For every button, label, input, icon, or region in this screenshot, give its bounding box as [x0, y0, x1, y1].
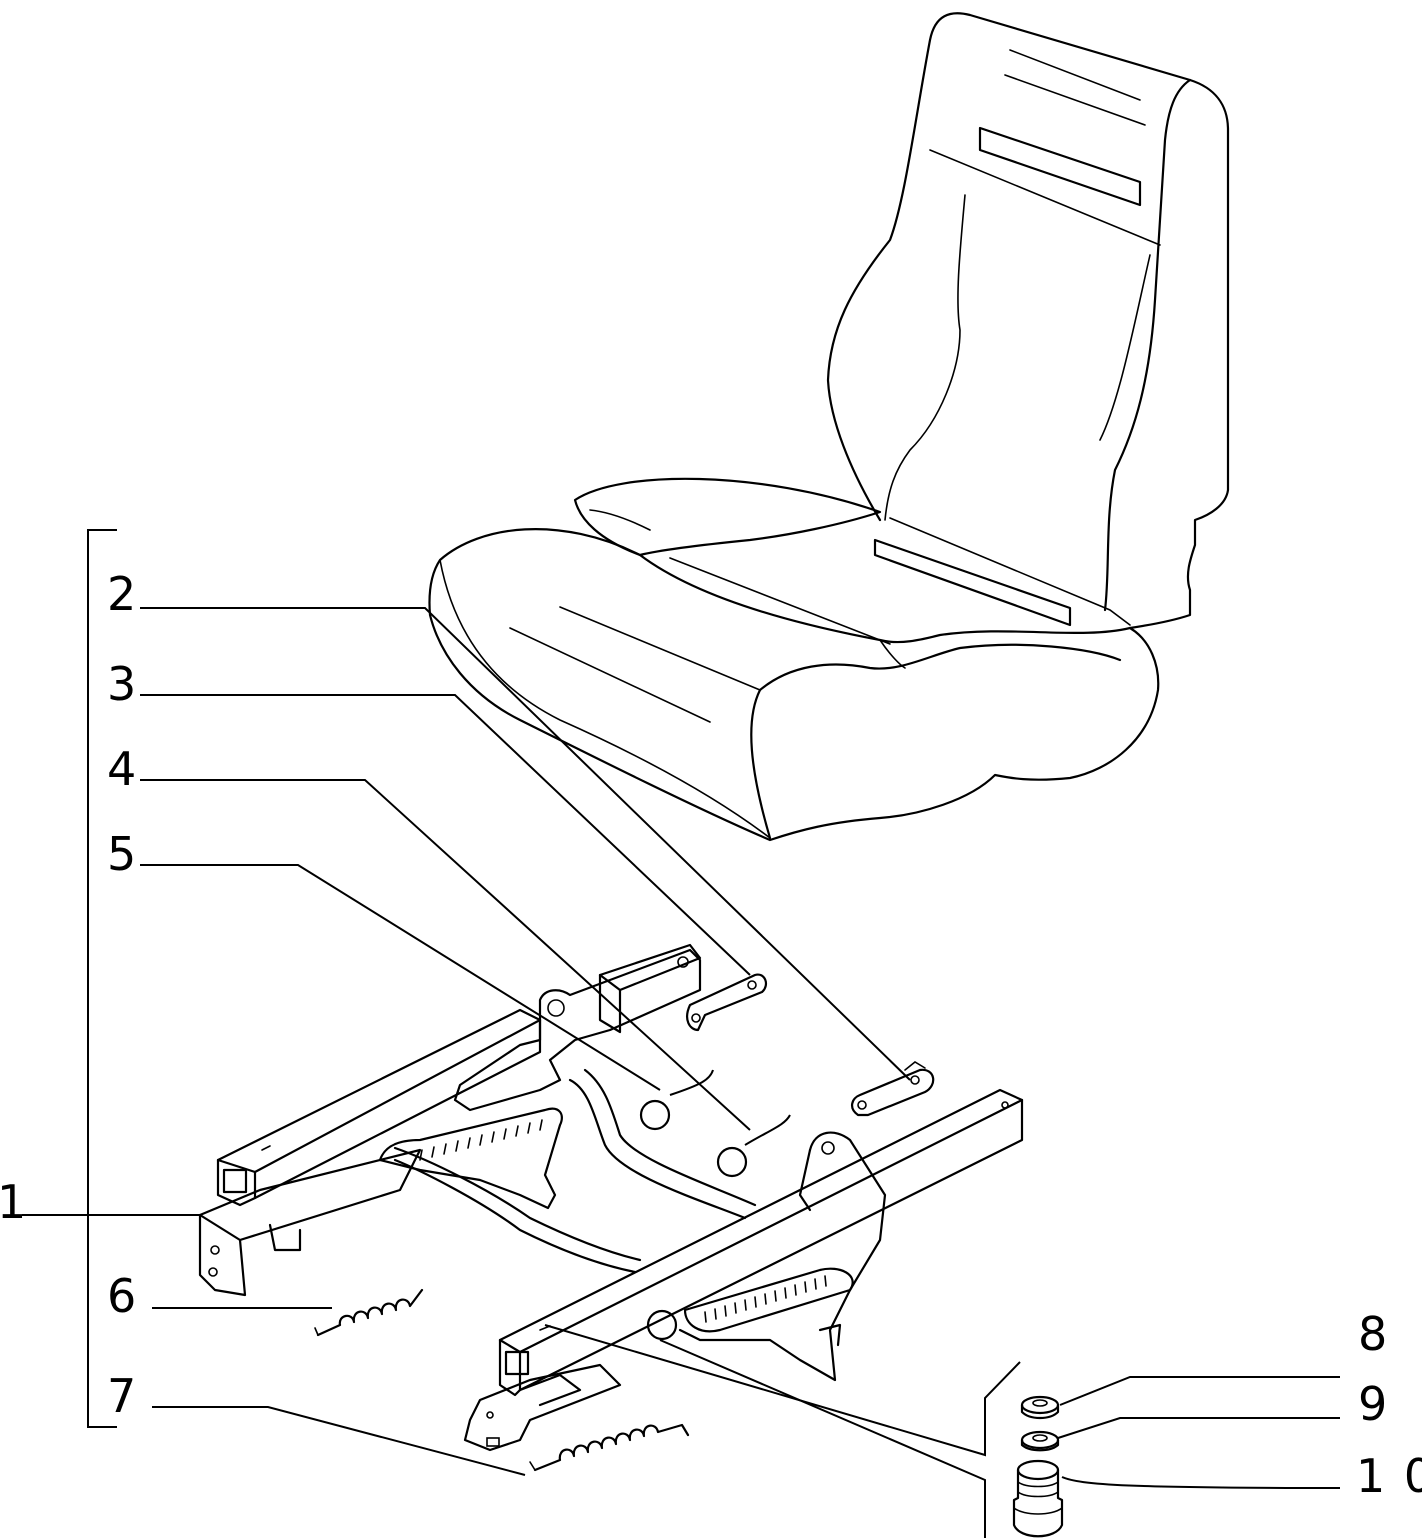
callout-3: 3	[107, 657, 136, 711]
callout-10: 1 0	[1356, 1449, 1422, 1503]
lever-b	[851, 1061, 935, 1117]
bush	[1012, 1459, 1064, 1538]
assembly-bracket	[87, 529, 117, 1428]
right-ratchet-slots	[704, 1275, 827, 1323]
callout-5: 5	[107, 827, 136, 881]
washer-a	[1020, 1395, 1060, 1420]
callout-4: 4	[107, 742, 136, 796]
leader-lines	[22, 529, 1341, 1538]
callout-2: 2	[107, 567, 136, 621]
seat-drawing	[428, 12, 1230, 842]
callout-8: 8	[1358, 1307, 1387, 1361]
callout-7: 7	[107, 1369, 136, 1423]
spring-a	[314, 1288, 424, 1337]
callout-labels: 1 2 3 4 5 6 7 8 9 1 0	[0, 567, 1422, 1503]
lever-a	[686, 973, 768, 1032]
washer-b	[1020, 1430, 1060, 1452]
left-ratchet-teeth	[419, 1119, 543, 1161]
plug-a	[639, 1099, 671, 1131]
spring-b	[529, 1423, 690, 1472]
seat-frame-drawing	[198, 943, 1024, 1452]
callout-1: 1	[0, 1175, 26, 1229]
callout-9: 9	[1358, 1377, 1387, 1431]
callout-6: 6	[107, 1269, 136, 1323]
plug-b	[716, 1146, 748, 1178]
